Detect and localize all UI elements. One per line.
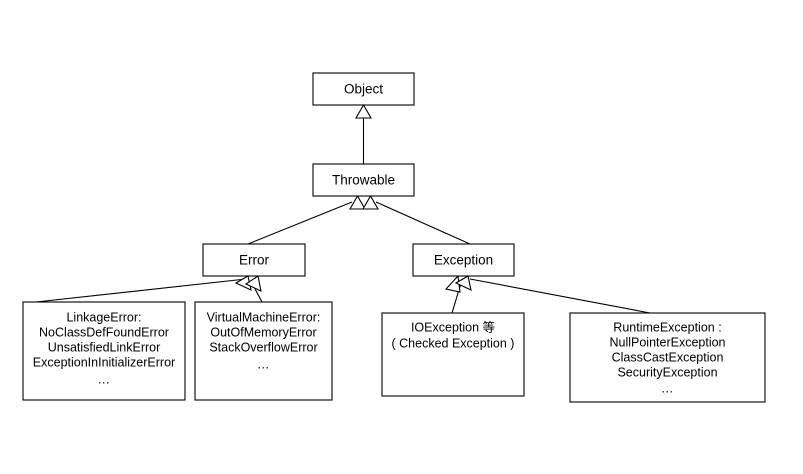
leaf-virtual-machine-error-line-3: StackOverflowError (209, 340, 317, 354)
leaf-virtual-machine-error[interactable]: VirtualMachineError: OutOfMemoryError St… (194, 301, 333, 401)
inheritance-arrow-icon-error-right (244, 275, 262, 292)
leaf-runtime-exception-line-4: SecurityException (617, 365, 717, 379)
leaf-linkage-error-ellipsis: ... (98, 372, 110, 386)
node-object-box[interactable] (312, 72, 415, 106)
edge-error-to-throwable (247, 201, 353, 245)
leaf-runtime-exception-box[interactable] (569, 312, 766, 403)
node-throwable-label: Throwable (332, 173, 395, 188)
node-object-label: Object (344, 82, 383, 97)
leaf-io-exception[interactable]: IOException 等 ( Checked Exception ) (381, 312, 525, 397)
leaf-runtime-exception-line-1: RuntimeException : (613, 320, 721, 334)
node-error[interactable]: Error (202, 243, 306, 277)
node-exception-box[interactable] (412, 243, 515, 277)
edge-exception-to-throwable (375, 201, 471, 245)
leaf-runtime-exception-line-3: ClassCastException (612, 350, 724, 364)
node-exception[interactable]: Exception (412, 243, 515, 277)
node-object[interactable]: Object (312, 72, 415, 106)
inheritance-arrow-icon-exception-right (454, 275, 472, 291)
leaf-linkage-error-box[interactable] (22, 301, 186, 401)
edge-linkage-error-to-error (35, 278, 247, 303)
node-throwable[interactable]: Throwable (312, 163, 415, 197)
leaf-virtual-machine-error-line-1: VirtualMachineError: (207, 310, 321, 324)
inheritance-arrow-icon-throwable-left (349, 194, 366, 210)
leaf-io-exception-line-1: IOException 等 (411, 319, 495, 334)
node-exception-label: Exception (434, 253, 493, 268)
leaf-runtime-exception[interactable]: RuntimeException : NullPointerException … (569, 312, 766, 403)
arrowheads-group (234, 103, 472, 293)
leaf-io-exception-box[interactable] (381, 312, 525, 397)
leaf-linkage-error[interactable]: LinkageError: NoClassDefFoundError Unsat… (22, 301, 186, 401)
inheritance-arrow-icon-object (355, 103, 372, 119)
leaf-virtual-machine-error-line-2: OutOfMemoryError (210, 325, 316, 339)
node-error-box[interactable] (202, 243, 306, 277)
leaf-linkage-error-line-2: NoClassDefFoundError (39, 325, 169, 339)
leaf-linkage-error-line-4: ExceptionInInitializerError (33, 355, 175, 369)
inheritance-arrow-icon-throwable-right (362, 194, 379, 210)
leaf-linkage-error-line-3: UnsatisfiedLinkError (48, 340, 161, 354)
leaf-virtual-machine-error-box[interactable] (194, 301, 333, 401)
node-error-label: Error (239, 253, 270, 268)
leaf-virtual-machine-error-ellipsis: ... (258, 357, 270, 371)
node-throwable-box[interactable] (312, 163, 415, 197)
leaf-runtime-exception-line-2: NullPointerException (609, 335, 725, 349)
edges-group (35, 117, 651, 314)
leaf-io-exception-line-2: ( Checked Exception ) (392, 336, 515, 350)
leaf-runtime-exception-ellipsis: ... (662, 381, 674, 395)
edge-runtime-exception-to-exception (469, 278, 651, 314)
leaf-linkage-error-line-1: LinkageError: (66, 310, 141, 324)
